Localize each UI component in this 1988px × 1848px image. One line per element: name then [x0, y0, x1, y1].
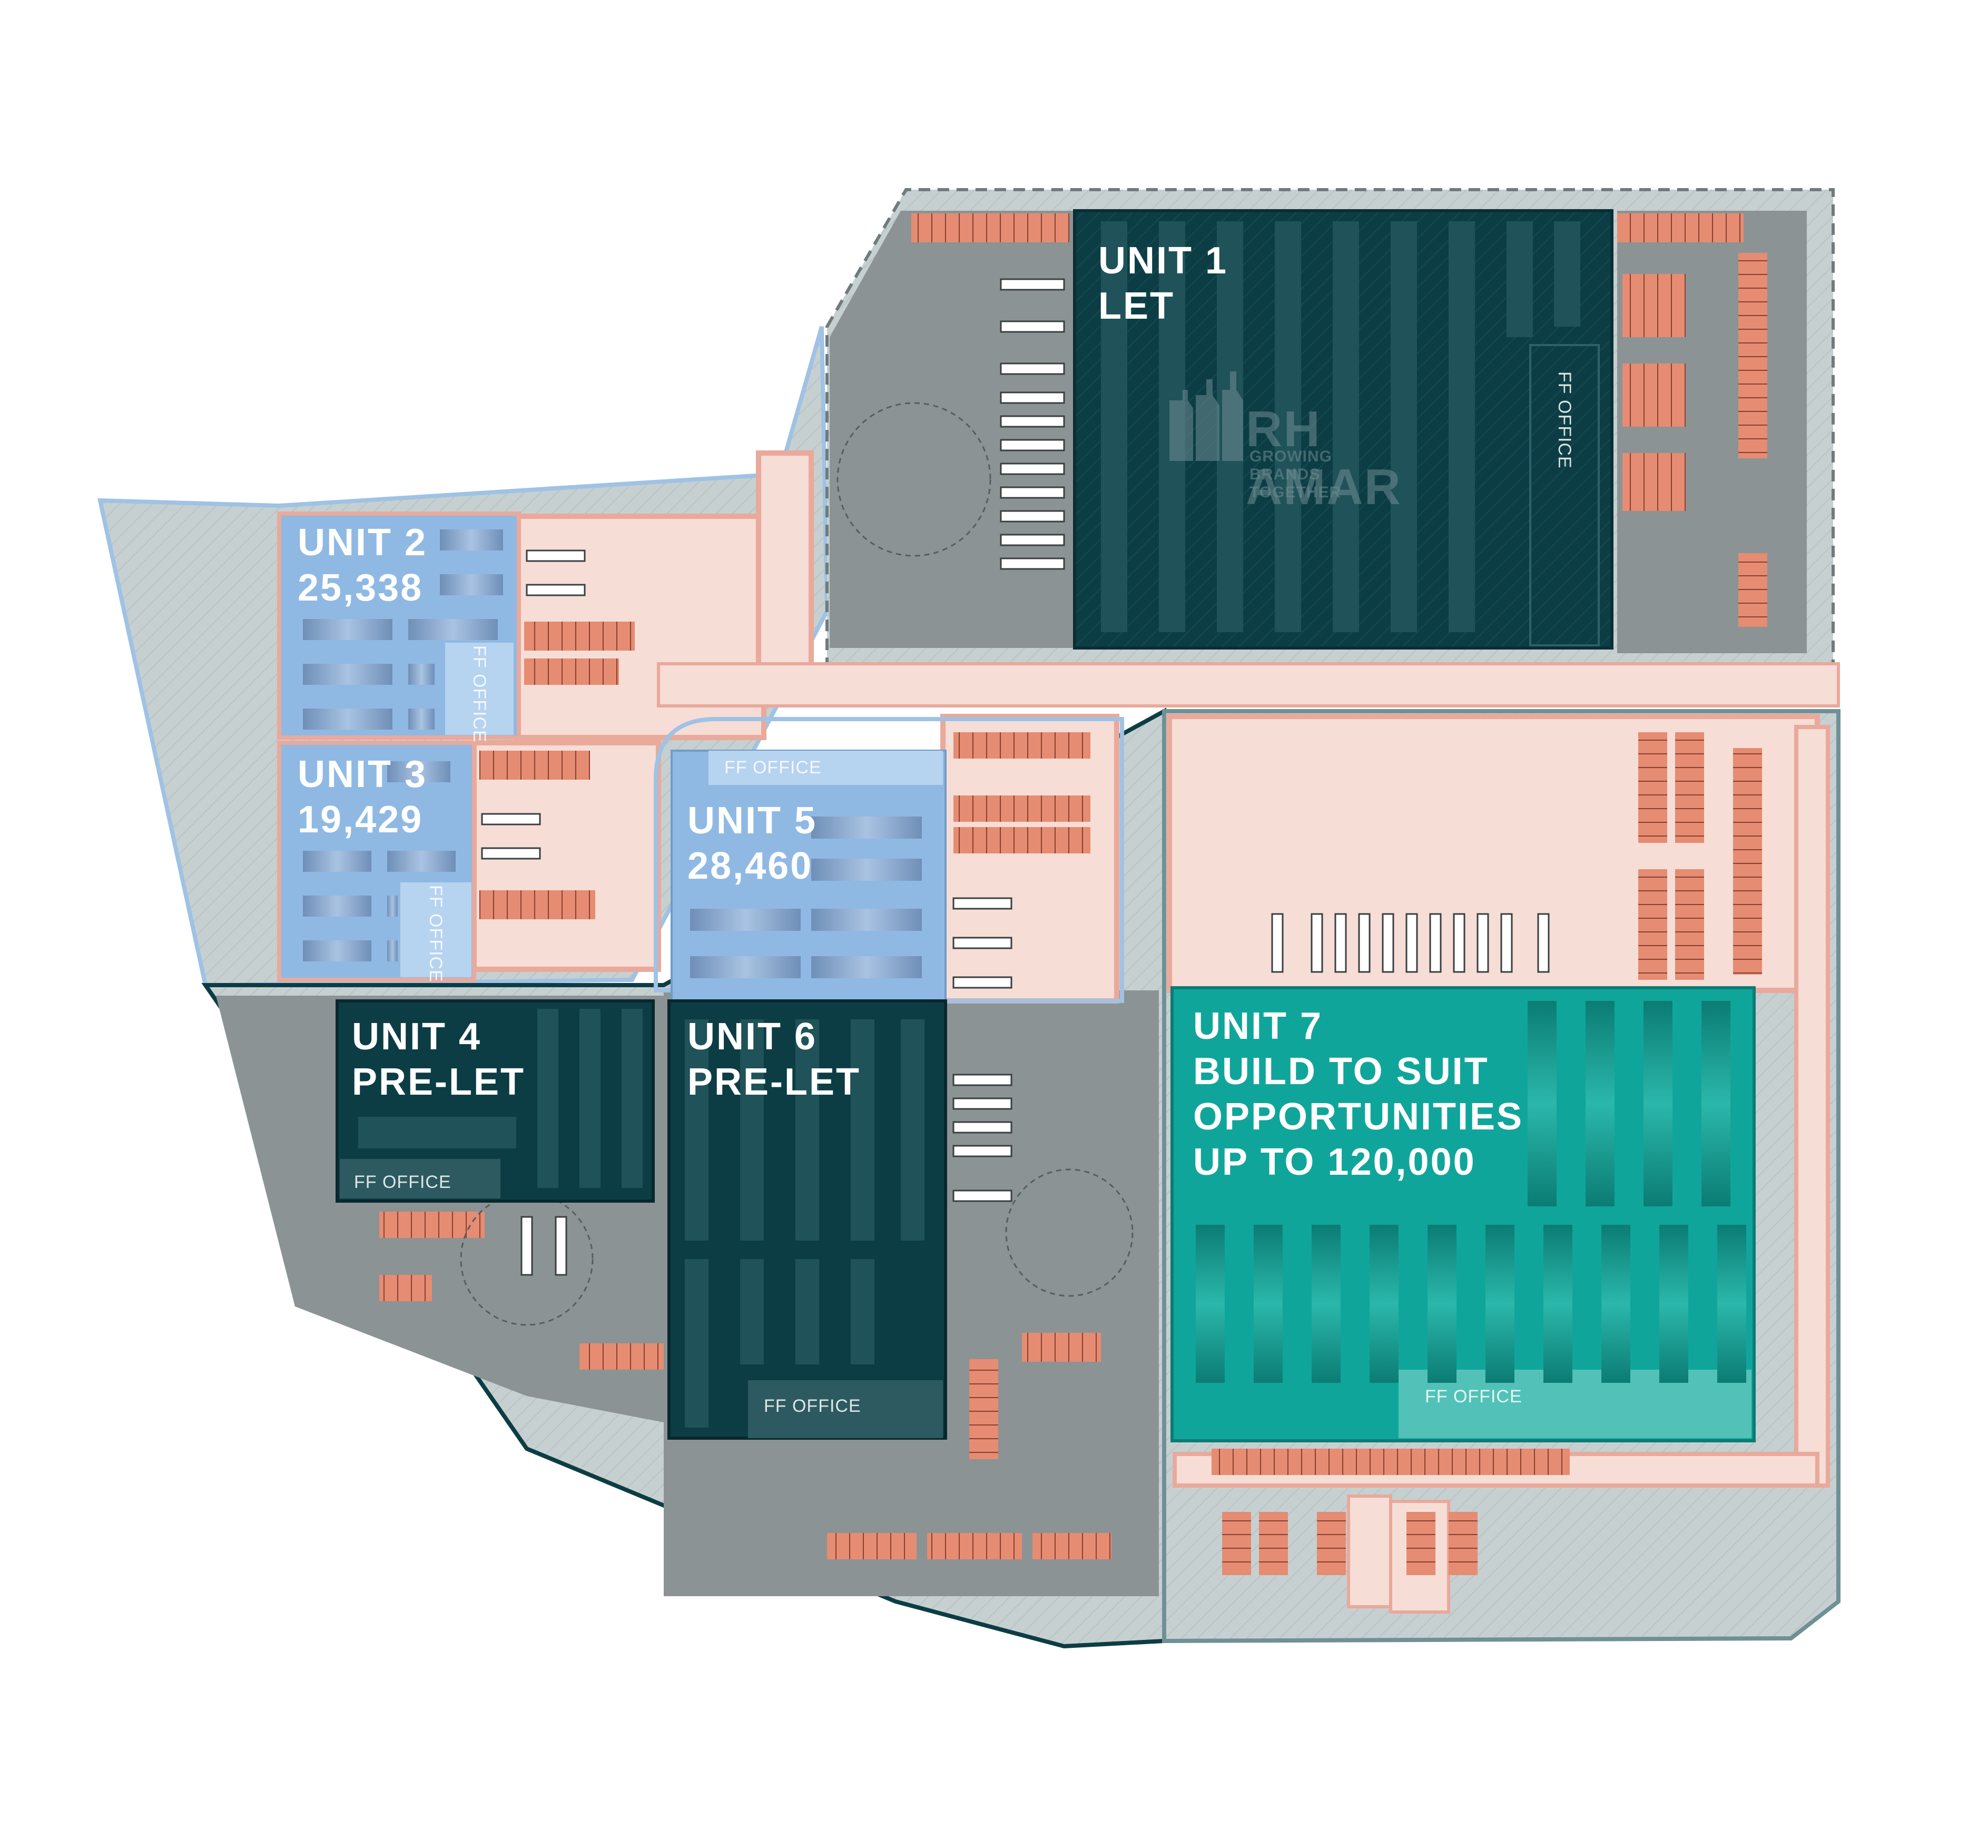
unit-7-building[interactable]: [1170, 986, 1756, 1442]
parking-bays: [379, 213, 1767, 1575]
unit-5-size: 28,460: [687, 845, 813, 887]
bottles-logo-icon: [1169, 371, 1243, 461]
unit-6-status: PRE-LET: [687, 1061, 861, 1103]
unit-5-title: UNIT 5: [687, 800, 818, 842]
unit-5-racking: [690, 817, 922, 978]
unit-6-racking: [685, 1019, 924, 1428]
unit-5-label[interactable]: UNIT 5 28,460: [687, 798, 817, 889]
logo-tagline: GROWING BRANDS TOGETHER: [1249, 448, 1342, 501]
unit-1-office-label: FF OFFICE: [1554, 371, 1574, 469]
unit-7-racking: [1196, 1001, 1746, 1383]
unit-6-office-label: FF OFFICE: [764, 1396, 861, 1416]
unit-1-status: LET: [1098, 285, 1175, 327]
unit-4-racking: [358, 1009, 643, 1188]
unit-3-label[interactable]: UNIT 3 19,429: [298, 752, 427, 842]
logo-wordmark: RH AMAR: [1246, 401, 1402, 515]
unit-3-size: 19,429: [298, 799, 424, 841]
unit-2-label[interactable]: UNIT 2 25,338: [298, 520, 427, 611]
unit-7-line-4: UP TO 120,000: [1193, 1141, 1476, 1183]
unit-4-label[interactable]: UNIT 4 PRE-LET: [352, 1014, 525, 1105]
unit-5-office-label: FF OFFICE: [724, 758, 822, 778]
turning-circles: [460, 402, 1134, 1326]
unit-3-racking: [303, 761, 456, 961]
unit-4-office-label: FF OFFICE: [354, 1172, 451, 1192]
unit-1-title: UNIT 1: [1098, 240, 1228, 282]
unit-3-office-label: FF OFFICE: [426, 885, 446, 982]
unit-7-label[interactable]: UNIT 7 BUILD TO SUIT OPPORTUNITIES UP TO…: [1193, 1004, 1523, 1185]
unit-4-title: UNIT 4: [352, 1016, 482, 1058]
unit-6-title: UNIT 6: [687, 1016, 818, 1058]
unit-7-line-2: BUILD TO SUIT: [1193, 1050, 1489, 1093]
unit-7-line-3: OPPORTUNITIES: [1193, 1096, 1524, 1138]
unit-4-status: PRE-LET: [352, 1061, 526, 1103]
lorry-docks: [481, 278, 1550, 1276]
unit-2-size: 25,338: [298, 567, 424, 609]
unit-2-racking: [303, 529, 503, 730]
unit-1-label[interactable]: UNIT 1 LET: [1098, 238, 1228, 329]
unit-6-label[interactable]: UNIT 6 PRE-LET: [687, 1014, 861, 1105]
unit-7-office-label: FF OFFICE: [1425, 1387, 1522, 1407]
unit-7-title: UNIT 7: [1193, 1005, 1323, 1047]
unit-2-office-label: FF OFFICE: [469, 645, 489, 743]
unit-2-title: UNIT 2: [298, 522, 428, 564]
unit-3-title: UNIT 3: [298, 753, 428, 795]
